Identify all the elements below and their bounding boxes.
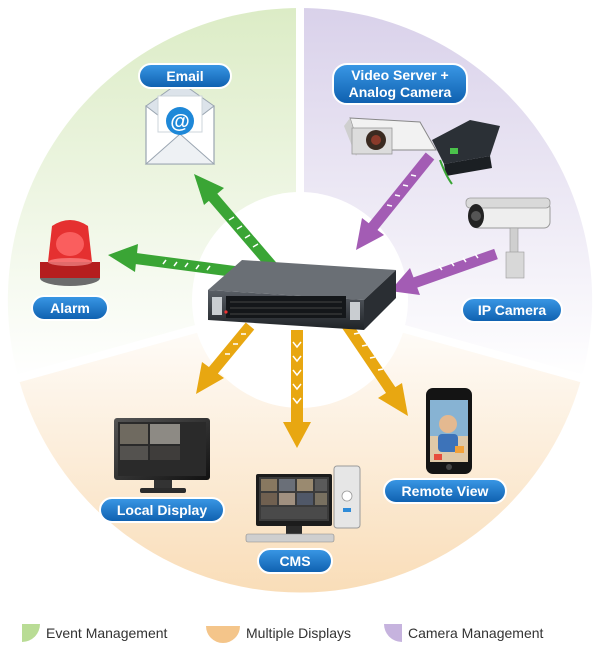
- email-envelope-icon: @: [144, 81, 216, 165]
- svg-text:Remote View: Remote View: [402, 483, 489, 499]
- svg-text:Email: Email: [166, 68, 203, 84]
- legend-swatch-camera: [384, 624, 402, 642]
- monitor-icon: [114, 418, 210, 493]
- arrow-to-alarm: [108, 244, 239, 278]
- svg-text:Alarm: Alarm: [50, 300, 90, 316]
- arrow-to-email: [194, 174, 277, 270]
- arrow-to-local-display: [196, 322, 255, 394]
- svg-text:IP Camera: IP Camera: [478, 302, 546, 318]
- svg-text:Event Management: Event Management: [46, 625, 168, 641]
- svg-text:CMS: CMS: [279, 553, 310, 569]
- arrow-from-video-server: [356, 152, 435, 250]
- svg-text:Multiple Displays: Multiple Displays: [246, 625, 351, 641]
- video-server-analog-camera-icon: [344, 117, 500, 185]
- nvr-server-icon: [208, 260, 396, 330]
- svg-text:Local Display: Local Display: [117, 502, 207, 518]
- smartphone-icon: [426, 388, 472, 474]
- arrow-from-ip-camera: [390, 248, 498, 295]
- label-video-server-analog-camera: Video Server + Analog Camera: [332, 63, 468, 105]
- arrow-to-cms: [283, 330, 311, 448]
- label-remote-view: Remote View: [383, 478, 507, 504]
- svg-text:@: @: [170, 111, 190, 133]
- svg-text:Camera Management: Camera Management: [408, 625, 544, 641]
- label-ip-camera: IP Camera: [461, 297, 563, 323]
- arrow-to-remote-view: [341, 320, 408, 416]
- label-local-display: Local Display: [99, 497, 225, 523]
- legend-item-multiple-displays: Multiple Displays: [206, 625, 351, 643]
- svg-text:Video Server +: Video Server +: [351, 67, 448, 83]
- label-cms: CMS: [257, 548, 333, 574]
- svg-text:Analog Camera: Analog Camera: [349, 84, 452, 100]
- ip-camera-icon: [465, 197, 551, 279]
- legend: Event Management Multiple Displays Camer…: [22, 624, 544, 643]
- label-email: Email: [138, 63, 232, 89]
- legend-swatch-event: [22, 624, 40, 642]
- label-alarm: Alarm: [31, 295, 109, 321]
- desktop-computer-icon: [245, 465, 361, 543]
- legend-item-event-management: Event Management: [22, 624, 168, 642]
- alarm-siren-icon: [40, 220, 100, 286]
- legend-swatch-displays: [206, 626, 240, 643]
- legend-item-camera-management: Camera Management: [384, 624, 544, 642]
